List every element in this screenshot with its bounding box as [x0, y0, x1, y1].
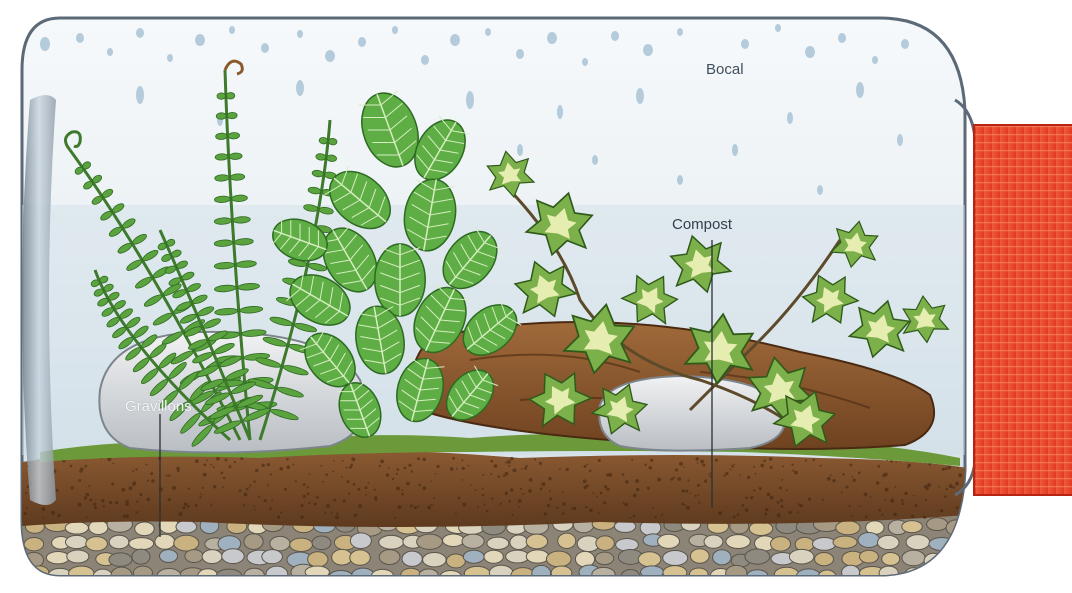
- label-compost: Compost: [672, 216, 732, 233]
- compost-layer: [22, 450, 967, 527]
- label-gravillons: Gravillons: [125, 398, 192, 415]
- jar-cap: [974, 125, 1072, 495]
- label-bocal: Bocal: [706, 61, 744, 78]
